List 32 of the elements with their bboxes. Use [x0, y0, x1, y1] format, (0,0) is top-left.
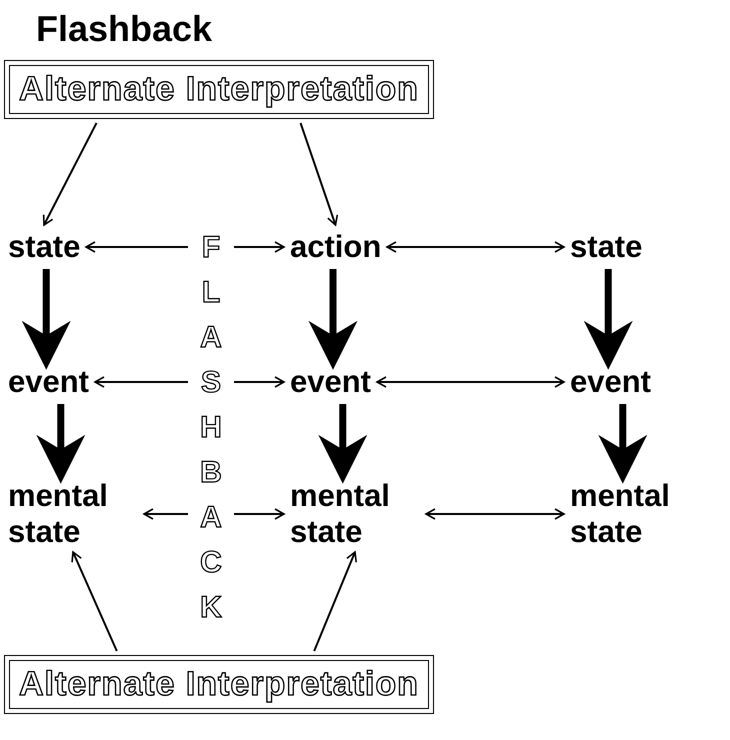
arrow [71, 551, 118, 652]
arrow [143, 508, 188, 520]
arrow [376, 376, 565, 388]
node-label: state [8, 229, 80, 265]
node-label: action [290, 229, 382, 265]
outlined-label-box: Alternate Interpretation [4, 60, 434, 119]
arrow [94, 376, 188, 388]
arrow [85, 241, 188, 253]
diagram-title: Flashback [36, 8, 212, 50]
bold-arrow [318, 404, 368, 484]
bold-arrow [22, 269, 71, 370]
node-label: event [570, 364, 651, 400]
node-label: event [8, 364, 89, 400]
node-label: mental state [570, 478, 700, 550]
arrow [234, 241, 285, 253]
arrow [313, 551, 357, 652]
arrow [234, 508, 285, 520]
arrow [234, 376, 285, 388]
vertical-outlined-label: FLASHBACK [194, 225, 228, 630]
arrow [425, 508, 565, 520]
node-label: mental state [8, 478, 138, 550]
bold-arrow [584, 269, 633, 370]
node-label: event [290, 364, 371, 400]
outlined-label-box: Alternate Interpretation [4, 655, 434, 714]
node-label: mental state [290, 478, 420, 550]
arrow [386, 241, 565, 253]
bold-arrow [598, 404, 648, 484]
bold-arrow [308, 269, 358, 370]
arrow [300, 122, 338, 226]
bold-arrow [36, 404, 86, 484]
node-label: state [570, 229, 642, 265]
arrow [42, 122, 98, 226]
